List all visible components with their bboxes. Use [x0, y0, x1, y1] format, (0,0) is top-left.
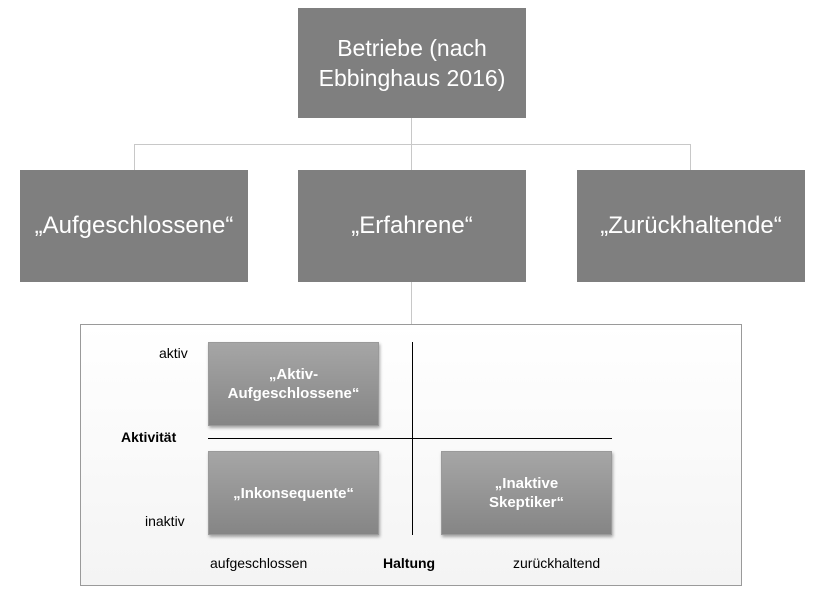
horizontal-axis-line — [208, 438, 612, 439]
node-zurueckhaltende: „Zurückhaltende“ — [577, 170, 805, 282]
y-top-label: aktiv — [159, 345, 188, 361]
x-axis-label: Haltung — [383, 555, 436, 571]
cell-inkonsequente-label: „Inkonsequente“ — [233, 484, 354, 502]
connector-erfahrene-to-matrix — [411, 282, 412, 324]
matrix-panel: aktiv Aktivität inaktiv „Aktiv- Aufgesch… — [80, 324, 742, 586]
cell-inaktive-skeptiker-line2: Skeptiker“ — [488, 494, 565, 511]
connector-to-aufgeschlossene — [134, 144, 135, 170]
root-node-betriebe: Betriebe (nach Ebbinghaus 2016) — [298, 8, 526, 118]
connector-to-zurueckhaltende — [690, 144, 691, 170]
connector-horizontal — [134, 144, 691, 145]
x-right-label: zurückhaltend — [513, 555, 601, 571]
root-node-line2: Ebbinghaus 2016) — [318, 65, 506, 91]
cell-inkonsequente: „Inkonsequente“ — [208, 451, 379, 535]
node-aufgeschlossene-label: „Aufgeschlossene“ — [34, 212, 234, 239]
cell-aktiv-aufgeschlossene-line1: „Aktiv- — [268, 366, 319, 383]
node-zurueckhaltende-label: „Zurückhaltende“ — [600, 212, 782, 239]
connector-root-down — [411, 118, 412, 144]
vertical-axis-line — [412, 342, 413, 535]
connector-to-erfahrene — [411, 144, 412, 170]
cell-inaktive-skeptiker: „Inaktive Skeptiker“ — [441, 451, 612, 535]
x-left-label: aufgeschlossen — [210, 555, 308, 571]
node-erfahrene: „Erfahrene“ — [298, 170, 526, 282]
node-aufgeschlossene: „Aufgeschlossene“ — [20, 170, 248, 282]
cell-aktiv-aufgeschlossene-line2: Aufgeschlossene“ — [227, 385, 360, 402]
node-erfahrene-label: „Erfahrene“ — [351, 212, 473, 239]
cell-aktiv-aufgeschlossene: „Aktiv- Aufgeschlossene“ — [208, 342, 379, 426]
cell-inaktive-skeptiker-line1: „Inaktive — [494, 475, 559, 492]
y-axis-label: Aktivität — [121, 429, 177, 445]
y-bottom-label: inaktiv — [145, 513, 185, 529]
root-node-line1: Betriebe (nach — [337, 35, 487, 61]
